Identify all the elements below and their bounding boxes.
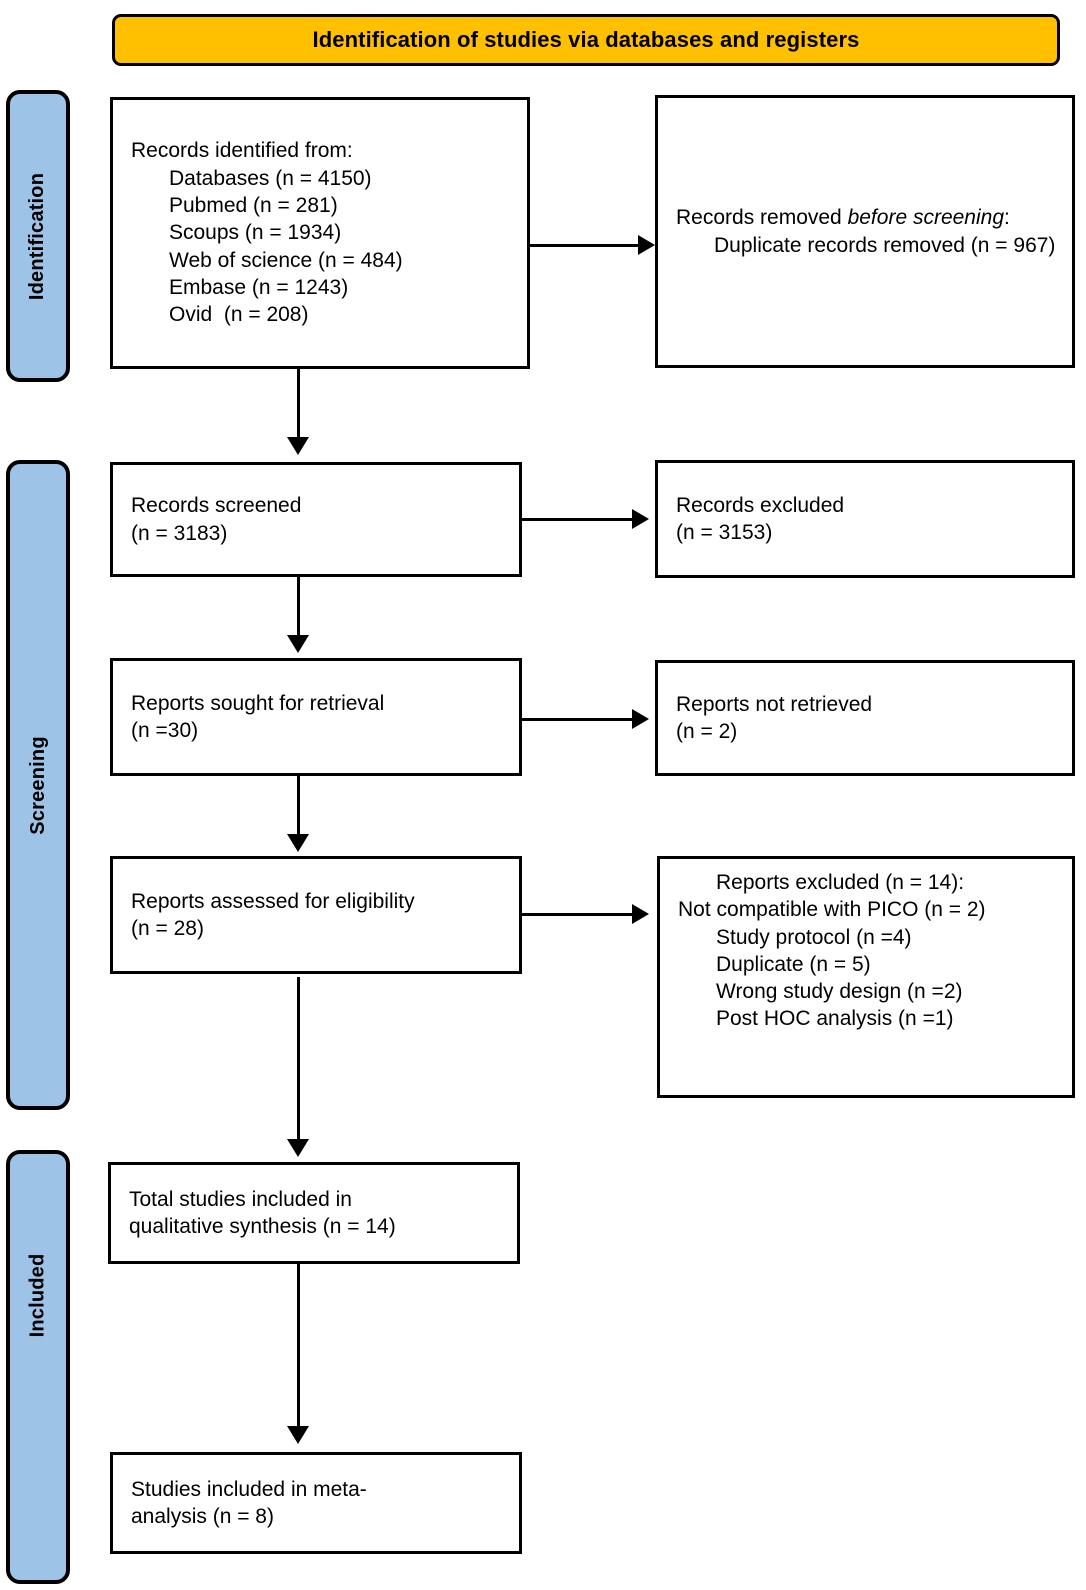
reports-assessed-line1: Reports assessed for eligibility — [131, 889, 415, 913]
diagram-header-banner: Identification of studies via databases … — [112, 14, 1060, 66]
reports-assessed-line2: (n = 28) — [131, 917, 204, 940]
connector-identified-to-removed-line — [530, 244, 640, 247]
records-removed-heading-plain: Records removed — [676, 206, 848, 230]
reports-sought-line1: Reports sought for retrieval — [131, 691, 385, 715]
arrow-down-icon — [287, 834, 309, 852]
reports-excluded-item: Post HOC analysis (n =1) — [716, 1007, 954, 1031]
reports-sought-line2: (n =30) — [131, 719, 199, 742]
reports-excluded-heading: Reports excluded (n = 14): — [716, 871, 965, 894]
box-records-identified: Records identified from: Databases (n = … — [110, 97, 530, 369]
records-identified-item: Pubmed (n = 281) — [169, 194, 338, 218]
total-qualitative-line2: qualitative synthesis (n = 14) — [129, 1215, 396, 1238]
reports-excluded-item: Not compatible with PICO (n = 2) — [678, 898, 986, 922]
records-identified-item: Web of science (n = 484) — [169, 248, 403, 272]
reports-excluded-item: Duplicate (n = 5) — [716, 952, 871, 976]
phase-label-identification: Identification — [6, 90, 70, 382]
box-reports-assessed: Reports assessed for eligibility (n = 28… — [110, 856, 522, 974]
connector-identified-to-screened-line — [297, 369, 300, 441]
phase-label-included-text: Included — [26, 1253, 49, 1337]
box-records-screened: Records screened (n = 3183) — [110, 462, 522, 577]
box-records-removed: Records removed before screening: Duplic… — [655, 95, 1075, 368]
phase-label-identification-text: Identification — [26, 172, 49, 300]
box-reports-sought: Reports sought for retrieval (n =30) — [110, 658, 522, 776]
connector-sought-to-not-retrieved-line — [522, 718, 634, 721]
reports-not-retrieved-line1: Reports not retrieved — [676, 692, 873, 716]
studies-meta-line2: analysis (n = 8) — [131, 1505, 274, 1528]
box-records-excluded: Records excluded (n = 3153) — [655, 460, 1075, 578]
connector-assessed-to-qualitative-line — [297, 977, 300, 1143]
connector-screened-to-sought-line — [297, 577, 300, 639]
records-identified-heading: Records identified from: — [131, 139, 353, 163]
total-qualitative-line1: Total studies included in — [129, 1187, 352, 1211]
arrow-down-icon — [287, 635, 309, 653]
records-removed-heading: Records removed before screening: — [676, 204, 1056, 231]
reports-excluded-item: Study protocol (n =4) — [716, 925, 912, 949]
records-identified-item: Databases (n = 4150) — [169, 166, 372, 190]
connector-screened-to-excluded-line — [522, 518, 634, 521]
records-identified-item: Embase (n = 1243) — [169, 275, 349, 299]
records-removed-item: Duplicate records removed (n = 967) — [714, 233, 1056, 257]
connector-qualitative-to-meta-line — [297, 1264, 300, 1430]
box-reports-excluded-reasons: Reports excluded (n = 14): Not compatibl… — [657, 856, 1075, 1098]
arrow-right-icon — [632, 709, 649, 729]
phase-label-screening: Screening — [6, 460, 70, 1110]
arrow-down-icon — [287, 437, 309, 455]
records-screened-line1: Records screened — [131, 494, 302, 518]
records-excluded-line1: Records excluded — [676, 493, 845, 517]
records-removed-heading-colon: : — [1004, 206, 1010, 230]
box-studies-meta-analysis: Studies included in meta- analysis (n = … — [110, 1452, 522, 1554]
records-removed-heading-italic: before screening — [847, 206, 1005, 230]
banner-title: Identification of studies via databases … — [312, 26, 860, 52]
phase-label-included: Included — [6, 1150, 70, 1584]
arrow-down-icon — [287, 1426, 309, 1444]
box-total-qualitative: Total studies included in qualitative sy… — [108, 1162, 520, 1264]
records-screened-line2: (n = 3183) — [131, 521, 228, 545]
arrow-right-icon — [638, 235, 655, 255]
phase-label-screening-text: Screening — [26, 735, 49, 835]
box-reports-not-retrieved: Reports not retrieved (n = 2) — [655, 660, 1075, 776]
connector-assessed-to-reports-excluded-line — [522, 913, 634, 916]
connector-sought-to-assessed-line — [297, 776, 300, 838]
arrow-down-icon — [287, 1139, 309, 1157]
studies-meta-line1: Studies included in meta- — [131, 1477, 367, 1501]
records-identified-item: Ovid (n = 208) — [169, 303, 309, 327]
reports-excluded-item: Wrong study design (n =2) — [716, 980, 963, 1004]
records-identified-item: Scoups (n = 1934) — [169, 221, 342, 245]
arrow-right-icon — [632, 509, 649, 529]
arrow-right-icon — [632, 904, 649, 924]
reports-not-retrieved-line2: (n = 2) — [676, 720, 738, 743]
records-excluded-line2: (n = 3153) — [676, 521, 773, 544]
